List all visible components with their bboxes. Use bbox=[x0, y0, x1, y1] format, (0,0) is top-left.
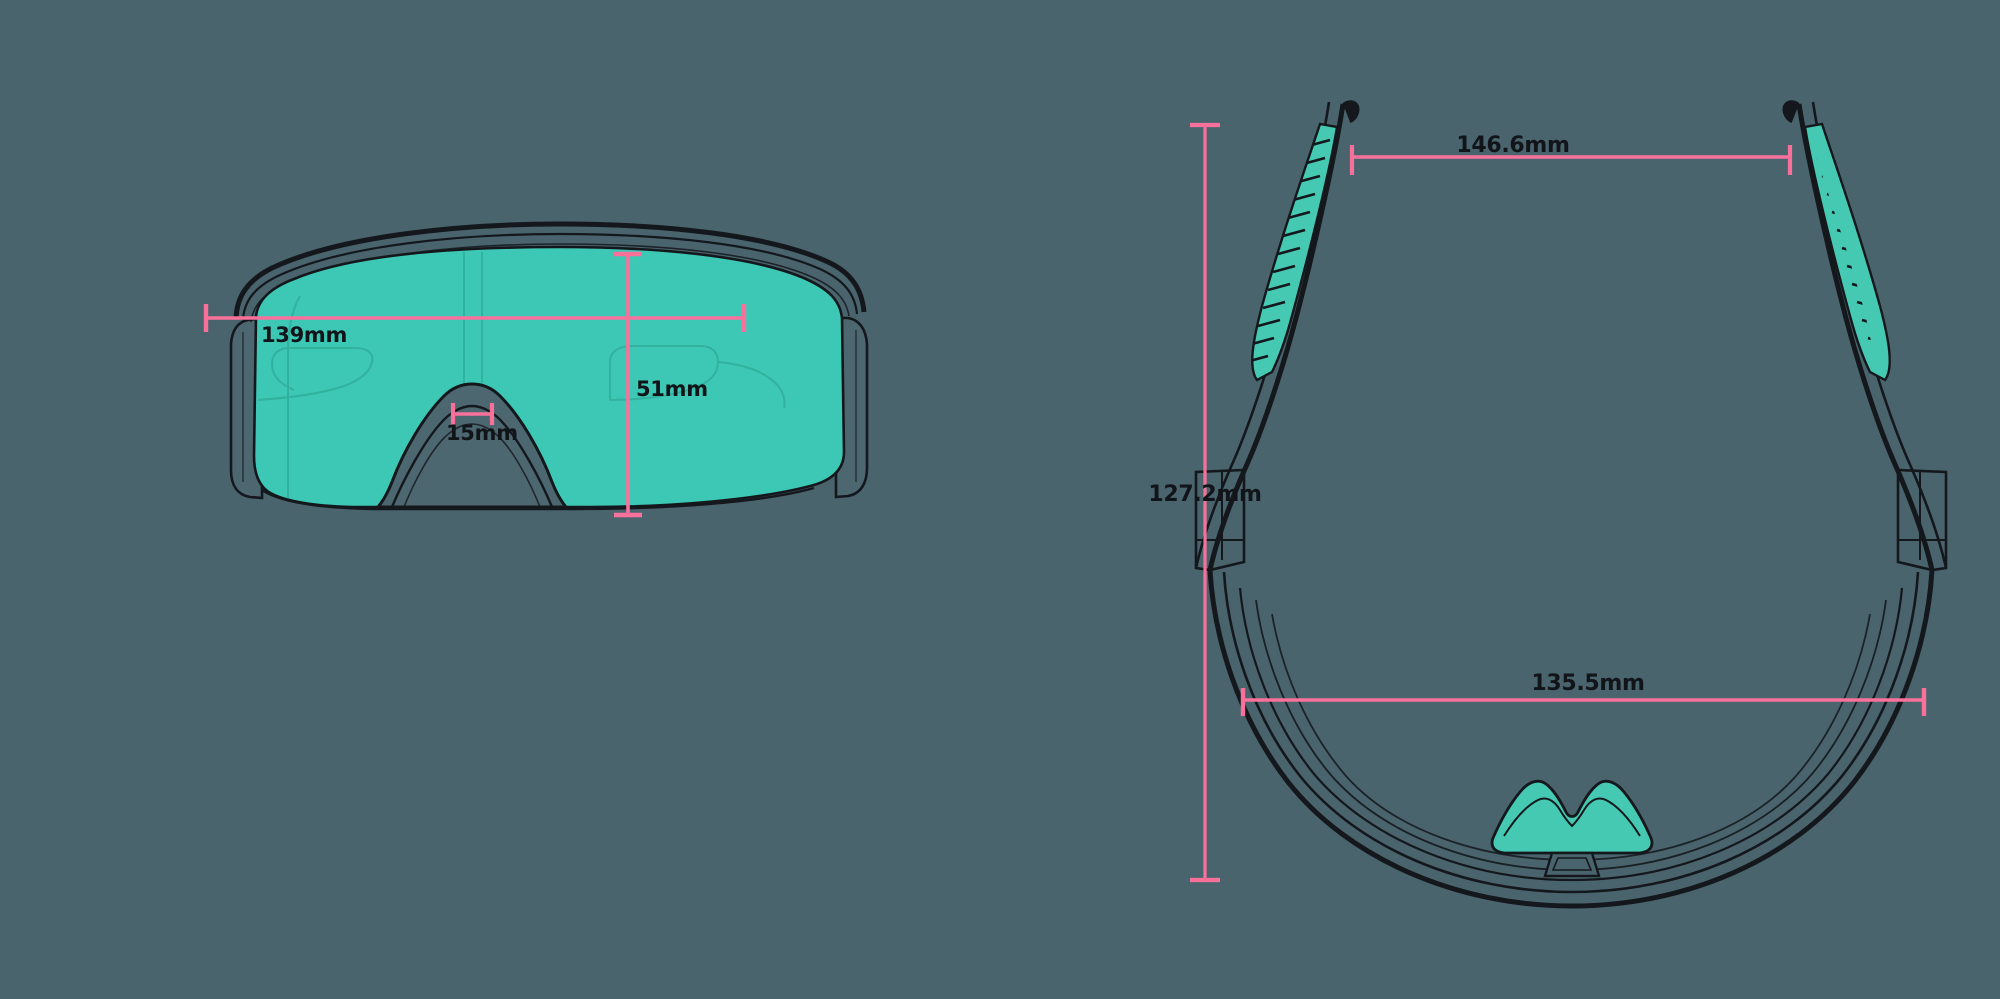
top-plan-view: 146.6mm 127.2mm 135.5mm bbox=[1148, 100, 1948, 909]
dimension-51mm: 51mm bbox=[614, 251, 708, 518]
frame-outline-top bbox=[1207, 569, 1935, 909]
dimension-139mm-label: 139mm bbox=[261, 323, 347, 347]
dimension-146-6mm-label: 146.6mm bbox=[1456, 133, 1569, 158]
left-temple-arm-top bbox=[1194, 100, 1360, 571]
dimension-146-6mm: 146.6mm bbox=[1349, 133, 1793, 175]
dimension-135-5mm: 135.5mm bbox=[1240, 671, 1927, 716]
dimension-15mm-label: 15mm bbox=[446, 421, 518, 445]
right-hinge bbox=[1896, 468, 1948, 572]
left-temple-grip-pad bbox=[1251, 122, 1339, 382]
lens bbox=[252, 245, 846, 509]
dimension-135-5mm-label: 135.5mm bbox=[1531, 671, 1644, 696]
front-bottom-edge bbox=[261, 486, 815, 511]
dimension-15mm: 15mm bbox=[446, 403, 518, 445]
nose-bridge-notch bbox=[374, 382, 570, 509]
front-elevation-view: 139mm 15mm 51mm bbox=[203, 221, 869, 518]
right-temple-arm-top bbox=[1782, 100, 1948, 571]
dimension-127-2mm-label: 127.2mm bbox=[1148, 482, 1261, 507]
dimension-139mm: 139mm bbox=[203, 304, 747, 347]
nose-pad bbox=[1490, 779, 1654, 878]
dimension-127-2mm: 127.2mm bbox=[1148, 122, 1262, 883]
nose-pad-post bbox=[1543, 851, 1601, 878]
right-temple-grip-pad bbox=[1803, 122, 1891, 382]
dimension-51mm-label: 51mm bbox=[636, 377, 708, 401]
